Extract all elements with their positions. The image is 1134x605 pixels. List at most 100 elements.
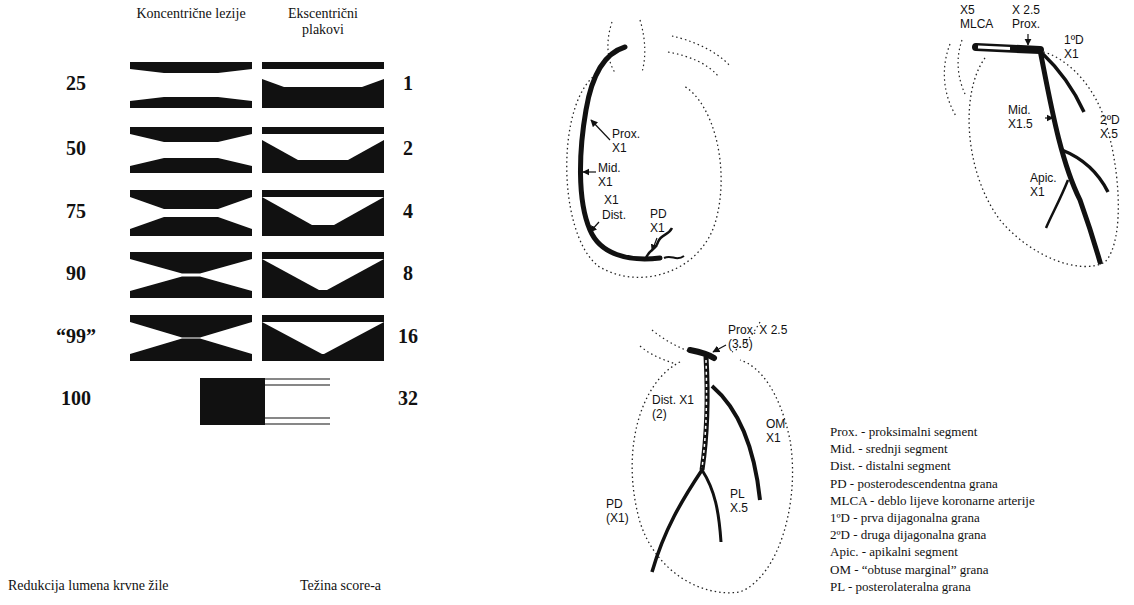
label-slot: Redukcija lumena krvne žile [8,578,248,594]
label-slot: 1 [386,72,430,95]
vessel-wall [130,315,252,361]
lumen [262,197,384,225]
label-slot: Prox. X1 [612,128,652,156]
label-slot: “99” [40,325,112,348]
vessel-wall [130,127,252,173]
label-slot: Dist. [602,209,642,223]
lumen [130,69,252,101]
segment-label: Prox. X1 [612,128,652,156]
segment-label: 1ºD X1 [1064,34,1094,62]
abbreviation-note: Apic. - apikalni segment [830,544,1130,560]
score-weight: 8 [386,262,430,285]
label-slot: 4 [386,200,430,223]
score-weight: 4 [386,200,430,223]
label-slot: Apic. X1 [1030,172,1066,200]
lesion-table [130,62,384,425]
stenosis-percent: 100 [40,387,112,410]
abbreviation-note: PD - posterodescendentna grana [830,476,1130,492]
label-slot: Ekscentrični plakovi [273,6,373,38]
vessel-edge [265,417,330,418]
label-slot: 8 [386,262,430,285]
heart-circumflex [632,322,792,593]
label-slot: X1 [604,194,634,208]
abbreviation-note: 2ºD - druga dijagonalna grana [830,527,1130,543]
segment-label: Mid. X1 [598,162,638,190]
vessel-wall [262,62,384,108]
column-header: Ekscentrični plakovi [273,6,373,38]
vessel-wall [130,252,252,298]
heart-lad [944,34,1118,266]
segment-label: X1 [604,194,634,208]
score-weight: 16 [386,325,430,348]
segment-label: PD X1 [650,208,678,236]
label-slot: Mid. X1 [598,162,638,190]
abbreviation-note: Prox. - proksimalni segment [830,424,1130,440]
segment-label: PL X.5 [730,488,760,516]
lumen [262,134,384,160]
lumen [262,259,384,290]
label-slot: 1ºD - prva dijagonalna grana [830,510,1130,526]
vessel-wall [262,315,384,361]
lumen [130,134,252,166]
abbreviation-note: MLCA - deblo lijeve koronarne arterije [830,493,1130,509]
label-slot: 2ºD - druga dijagonalna grana [830,527,1130,543]
label-slot: Dist. - distalni segment [830,458,1130,474]
label-slot: OM - “obtuse marginal” grana [830,562,1130,578]
label-slot: Koncentrične lezije [130,6,252,22]
abbreviation-note: Mid. - srednji segment [830,441,1130,457]
segment-label: Mid. X1.5 [1008,104,1044,132]
score-weight: 32 [386,387,430,410]
label-slot: PL - posterolateralna grana [830,579,1130,595]
label-slot: Prox. - proksimalni segment [830,424,1130,440]
lumen [130,322,252,354]
abbreviation-note: PL - posterolateralna grana [830,579,1130,595]
segment-label: Dist. [602,209,642,223]
label-slot: X5 MLCA [960,4,1000,32]
stenosis-percent: 50 [40,137,112,160]
stenosis-percent: 90 [40,262,112,285]
label-slot: Mid. - srednji segment [830,441,1130,457]
segment-label: X5 MLCA [960,4,1000,32]
segment-label: Dist. X1 (2) [652,394,696,422]
segment-label: OM X1 [766,418,796,446]
label-slot: 2ºD X.5 [1100,114,1130,142]
axis-caption: Težina score-a [300,578,440,594]
label-slot: 16 [386,325,430,348]
score-weight: 1 [386,72,430,95]
segment-label: PD (X1) [606,498,644,526]
label-slot: 75 [40,200,112,223]
label-slot: 100 [40,387,112,410]
vessel-edge [265,423,330,424]
vessel-wall [130,190,252,236]
lumen [262,69,384,87]
abbreviation-note: OM - “obtuse marginal” grana [830,562,1130,578]
label-slot: Prox. X 2.5 (3.5) [728,324,798,352]
score-weight: 2 [386,137,430,160]
segment-label: X 2.5 Prox. [1012,4,1052,32]
label-slot: 50 [40,137,112,160]
vessel-edge [265,384,330,385]
segment-label: Prox. X 2.5 (3.5) [728,324,798,352]
label-slot: 90 [40,262,112,285]
vessel-edge [265,378,330,379]
lumen [130,197,252,229]
label-slot: OM X1 [766,418,796,446]
stenosis-percent: 75 [40,200,112,223]
vessel-wall [262,190,384,236]
label-slot: PD (X1) [606,498,644,526]
segment-label: 2ºD X.5 [1100,114,1130,142]
axis-caption: Redukcija lumena krvne žile [8,578,248,594]
abbreviation-note: 1ºD - prva dijagonalna grana [830,510,1130,526]
label-slot: MLCA - deblo lijeve koronarne arterije [830,493,1130,509]
column-header: Koncentrične lezije [130,6,252,22]
heart-rca [567,20,730,277]
abbreviation-note: Dist. - distalni segment [830,458,1130,474]
vessel-wall [130,62,252,108]
vessel-wall [262,252,384,298]
label-slot: 32 [386,387,430,410]
label-slot: PD - posterodescendentna grana [830,476,1130,492]
lumen [262,322,384,354]
segment-label: Apic. X1 [1030,172,1066,200]
